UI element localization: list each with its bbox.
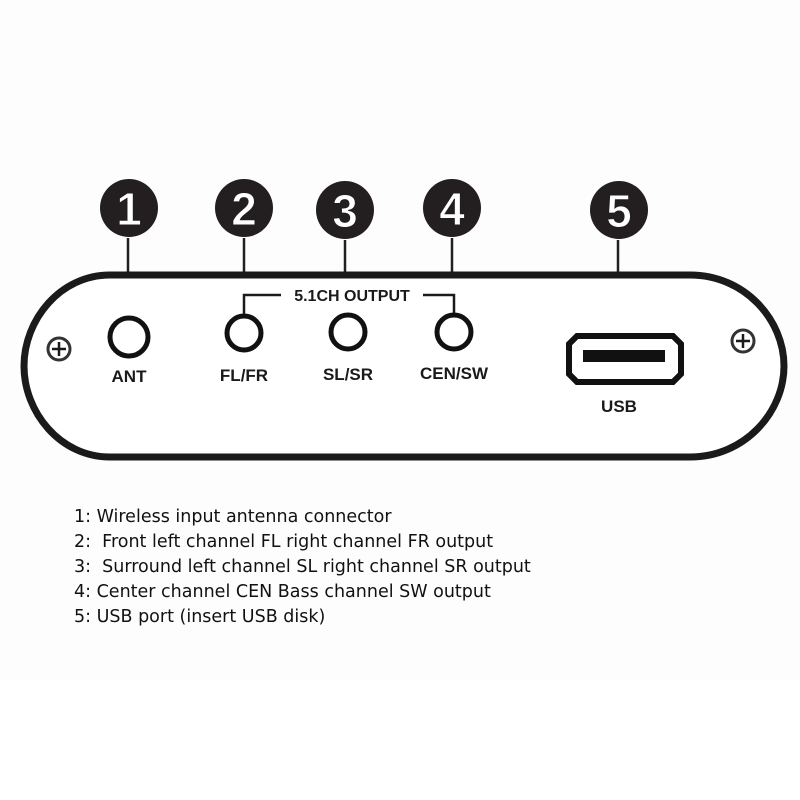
port-label-cen-sw: CEN/SW xyxy=(420,364,489,383)
output-group-label: 5.1CH OUTPUT xyxy=(294,288,410,305)
callout-number: 3 xyxy=(332,185,358,237)
callout-number: 1 xyxy=(116,183,142,235)
legend-item-5: 5: USB port (insert USB disk) xyxy=(74,607,326,627)
callout-number: 4 xyxy=(439,183,465,235)
output-group-bracket xyxy=(242,293,456,316)
callout-number: 5 xyxy=(606,185,632,237)
callout-leaders xyxy=(126,238,620,274)
callout-badge-5: 5 xyxy=(590,181,648,239)
legend-item-1: 1: Wireless input antenna connector xyxy=(74,507,392,527)
callout-badge-4: 4 xyxy=(423,179,481,237)
usb-port: USB xyxy=(566,333,684,416)
port-label-ant: ANT xyxy=(112,367,148,386)
antenna-port: ANT xyxy=(107,315,151,386)
port-label-fl-fr: FL/FR xyxy=(220,366,268,385)
device-rear-panel-diagram: 1 2 3 4 5 5.1CH OUTPUT ANT xyxy=(20,179,788,461)
callout-badge-1: 1 xyxy=(100,179,158,237)
callout-number: 2 xyxy=(231,183,257,235)
callout-badge-2: 2 xyxy=(215,179,273,237)
port-legend: 1: Wireless input antenna connector 2: F… xyxy=(74,505,531,630)
callout-badge-3: 3 xyxy=(316,181,374,239)
legend-item-3: 3: Surround left channel SL right channe… xyxy=(74,557,531,577)
port-label-usb: USB xyxy=(601,397,637,416)
screw-left-icon xyxy=(46,336,72,362)
panel-outline xyxy=(20,271,788,461)
screw-right-icon xyxy=(730,328,756,354)
legend-item-4: 4: Center channel CEN Bass channel SW ou… xyxy=(74,582,491,602)
port-label-sl-sr: SL/SR xyxy=(323,365,373,384)
sl-sr-port: SL/SR xyxy=(323,312,373,384)
legend-item-2: 2: Front left channel FL right channel F… xyxy=(74,532,494,552)
cen-sw-port: CEN/SW xyxy=(420,312,489,383)
fl-fr-port: FL/FR xyxy=(220,313,268,385)
